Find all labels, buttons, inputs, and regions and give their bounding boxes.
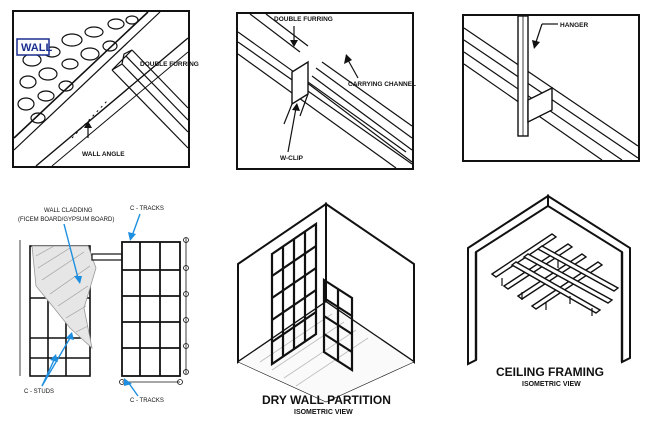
carrying-channel — [305, 61, 413, 163]
label-wall-angle: WALL ANGLE — [82, 151, 125, 158]
title-ceiling-framing: CEILING FRAMING — [496, 365, 604, 379]
ceiling-framing-drawing: CEILING FRAMING ISOMETRIC VIEW — [467, 194, 631, 388]
stone-wall — [17, 15, 139, 124]
w-clip-drawing: DOUBLE FURRING CARRYING CHANNEL W-CLIP — [236, 12, 416, 170]
wall-angle-drawing: WALL DOUBLE FURRING WALL ANGLE — [12, 10, 199, 168]
label-c-tracks-bottom: C - TRACKS — [130, 398, 164, 404]
label-c-tracks-top: C - TRACKS — [130, 206, 164, 212]
label-carrying-channel: CARRYING CHANNEL — [348, 81, 416, 88]
dry-wall-partition-drawing: DRY WALL PARTITION ISOMETRIC VIEW — [237, 202, 415, 416]
arrow-w-clip — [287, 107, 297, 153]
partition-grid-left — [270, 221, 318, 367]
panel-ceiling-framing: CEILING FRAMING ISOMETRIC VIEW — [462, 190, 642, 400]
partition-grid-right — [322, 277, 354, 373]
wall-tag-box — [16, 38, 50, 56]
subtitle-isometric-view: ISOMETRIC VIEW — [294, 409, 353, 416]
label-w-clip: W-CLIP — [280, 155, 304, 162]
wall-tag-label: WALL — [21, 42, 52, 54]
double-furring-channel — [111, 49, 189, 149]
label-double-furring: DOUBLE FURRING — [140, 61, 199, 68]
ceiling-grid — [490, 233, 620, 314]
double-furring — [237, 13, 413, 169]
arrow-c-tracks-top — [131, 213, 141, 237]
panel-hanger-detail: HANGER — [462, 14, 640, 162]
panel-dry-wall-partition: DRY WALL PARTITION ISOMETRIC VIEW — [232, 190, 422, 418]
hanger-clip — [527, 86, 553, 124]
label-wall-cladding: WALL CLADDING — [44, 208, 93, 214]
subtitle-isometric-view: ISOMETRIC VIEW — [522, 381, 581, 388]
arrow-c-studs-2 — [41, 337, 71, 387]
label-wall-cladding-material: (FICEM BOARD/GYPSUM BOARD) — [18, 217, 114, 223]
arrow-wall-cladding — [63, 223, 79, 279]
label-c-studs: C - STUDS — [24, 389, 54, 395]
panel-c-studs-elevation: WALL CLADDING (FICEM BOARD/GYPSUM BOARD)… — [14, 198, 214, 408]
right-stud-grid — [121, 241, 181, 377]
panel-w-clip-detail: DOUBLE FURRING CARRYING CHANNEL W-CLIP — [236, 12, 416, 170]
hanger-drawing: HANGER — [462, 14, 640, 162]
title-dry-wall-partition: DRY WALL PARTITION — [262, 393, 391, 407]
arrow-carrying-channel — [347, 59, 359, 79]
c-studs-drawing: WALL CLADDING (FICEM BOARD/GYPSUM BOARD)… — [18, 206, 189, 404]
wall-cladding-hatch — [31, 245, 97, 350]
panel-wall-angle-detail: WALL DOUBLE FURRING WALL ANGLE — [12, 10, 199, 168]
label-hanger: HANGER — [560, 22, 588, 29]
label-double-furring: DOUBLE FURRING — [274, 16, 333, 23]
